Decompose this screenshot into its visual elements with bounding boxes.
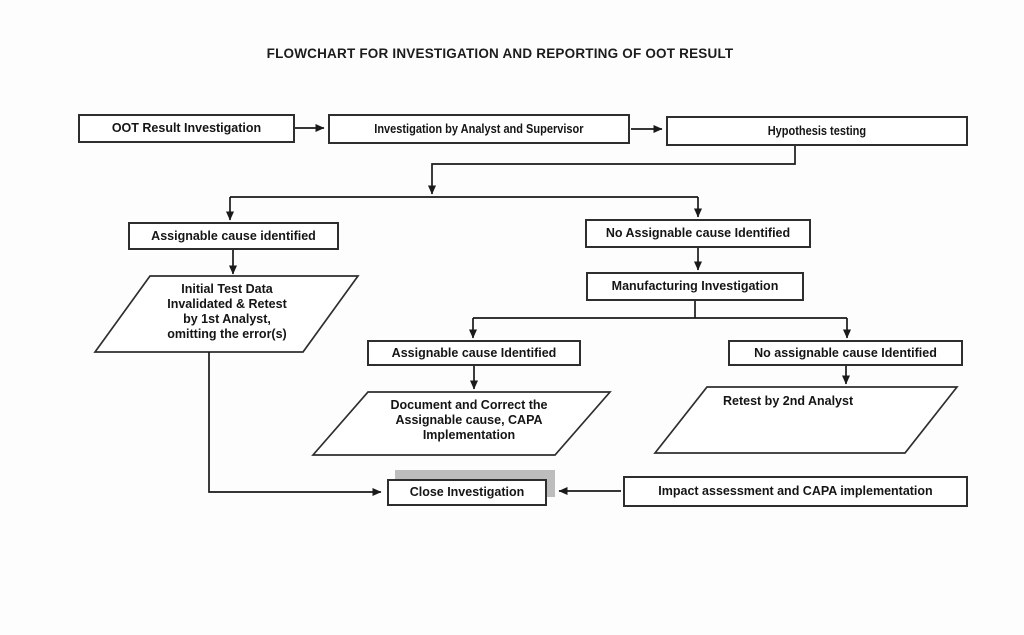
node-no-assignable-cause: No Assignable cause Identified (585, 219, 811, 248)
node-no-assignable-cause-right: No assignable cause Identified (728, 340, 963, 366)
node-label: Retest by 2nd Analyst (723, 394, 854, 408)
line: Document and Correct the (390, 398, 548, 412)
node-document-and-correct: Document and Correct the Assignable caus… (350, 398, 588, 443)
node-retest-2nd-analyst: Retest by 2nd Analyst (723, 394, 943, 409)
node-initial-test-data: Initial Test Data Invalidated & Retest b… (118, 282, 336, 342)
parallelogram-initial-test-data (93, 275, 360, 353)
line: Invalidated & Retest (167, 297, 287, 311)
node-assignable-cause-left: Assignable cause identified (128, 222, 339, 250)
node-manufacturing-investigation: Manufacturing Investigation (586, 272, 804, 301)
node-label: No Assignable cause Identified (605, 226, 791, 241)
connector-hypothesis-to-split (428, 146, 796, 195)
node-hypothesis-testing: Hypothesis testing (666, 116, 968, 146)
connector-initial-test-to-close (208, 352, 382, 496)
line: Assignable cause, CAPA (395, 413, 543, 427)
line: by 1st Analyst, (183, 312, 271, 326)
node-label: Manufacturing Investigation (611, 279, 779, 294)
line: omitting the error(s) (167, 327, 287, 341)
node-investigation-by-analyst: Investigation by Analyst and Supervisor (328, 114, 630, 144)
node-label: Assignable cause Identified (391, 345, 557, 360)
node-label: OOT Result Investigation (111, 121, 262, 136)
node-label: Investigation by Analyst and Supervisor (374, 121, 584, 136)
line: Implementation (422, 428, 516, 442)
page-title: FLOWCHART FOR INVESTIGATION AND REPORTIN… (266, 46, 734, 61)
node-label: Close Investigation (409, 485, 525, 500)
node-impact-assessment: Impact assessment and CAPA implementatio… (623, 476, 968, 507)
node-assignable-cause-mid: Assignable cause Identified (367, 340, 581, 366)
node-label: Hypothesis testing (767, 123, 867, 138)
node-label: Assignable cause identified (151, 228, 316, 243)
parallelogram-document-and-correct (311, 391, 612, 456)
node-label: Impact assessment and CAPA implementatio… (658, 484, 933, 499)
parallelogram-retest-2nd-analyst (653, 386, 959, 454)
node-label: No assignable cause Identified (754, 345, 937, 360)
line: Initial Test Data (181, 282, 273, 296)
node-close-investigation: Close Investigation (387, 479, 547, 506)
node-oot-result-investigation: OOT Result Investigation (78, 114, 295, 143)
